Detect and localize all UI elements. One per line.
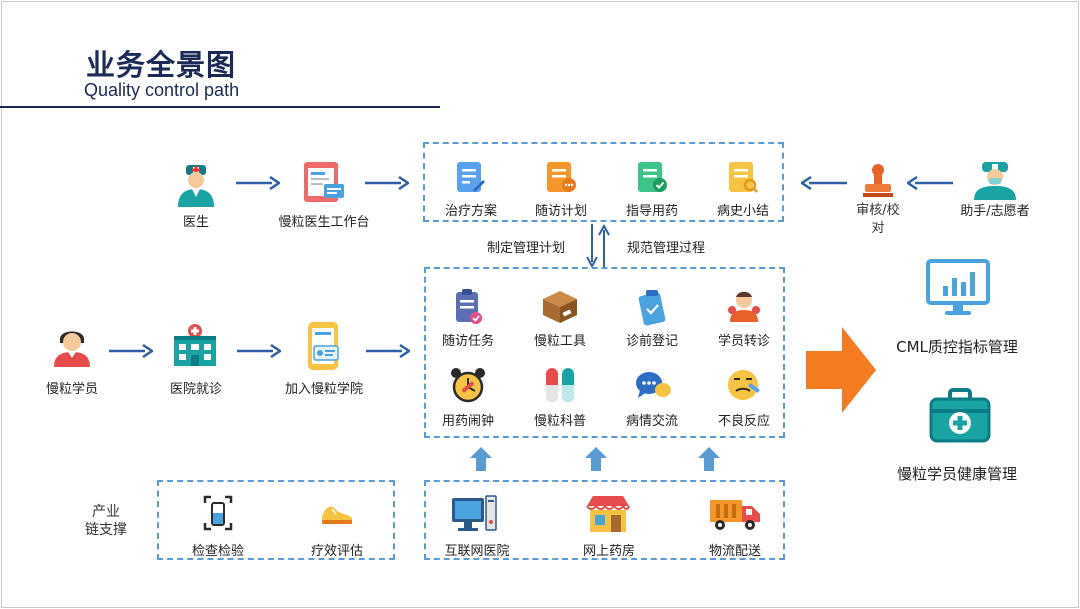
arrow-academy-to-mid-box (366, 344, 410, 358)
toolbox-icon (543, 291, 577, 323)
arrow-doctor-to-workstation (236, 176, 280, 190)
relation-left-label: 制定管理计划 (487, 241, 566, 256)
top-item-label: 随访计划 (534, 204, 587, 219)
chat-bubble-icon (636, 372, 671, 398)
mid-item-label: 随访任务 (441, 334, 494, 349)
arrow-up-relation (598, 224, 610, 268)
assistant-label: 助手/志愿者 (960, 204, 1030, 219)
clipboard-task-icon (456, 289, 482, 324)
health-management-label: 慢粒学员健康管理 (896, 465, 1017, 483)
hospital-icon (174, 324, 216, 366)
big-orange-arrow (806, 327, 876, 413)
referral-icon (728, 291, 760, 322)
shoe-icon (322, 506, 352, 524)
supply-chain-box (424, 480, 785, 560)
title-underline (0, 106, 440, 108)
join-academy-label: 加入慢粒学院 (284, 382, 363, 397)
medication-guide-icon (638, 162, 667, 192)
stamp-icon (863, 164, 893, 197)
top-item-label: 病史小结 (716, 204, 769, 219)
workstation-icon (304, 162, 344, 202)
management-tools-box (424, 267, 785, 438)
mid-item-label: 诊前登记 (625, 334, 678, 349)
mobile-join-icon (308, 322, 339, 370)
doctor-icon (178, 165, 214, 207)
supply-item-label: 网上药房 (582, 544, 635, 559)
delivery-truck-icon (710, 500, 760, 530)
arrow-assistant-to-review (907, 176, 953, 190)
up-arrow-logistics (698, 447, 720, 471)
up-arrow-internet-hospital (470, 447, 492, 471)
followup-plan-icon (547, 162, 576, 192)
industry-chain-label: 产业 链支撑 (85, 504, 127, 538)
treatment-plan-icon (457, 162, 485, 192)
history-summary-icon (729, 162, 758, 193)
up-arrow-online-pharmacy (585, 447, 607, 471)
arrow-hospital-to-academy (237, 344, 281, 358)
capsule-icon (546, 368, 574, 402)
mid-item-label: 病情交流 (625, 414, 678, 429)
arrow-workstation-to-top-box (365, 176, 409, 190)
student-label: 慢粒学员 (45, 382, 98, 397)
review-label: 审核/校 对 (856, 203, 900, 236)
supply-item-label: 物流配送 (708, 544, 761, 559)
arrow-student-to-hospital (109, 344, 153, 358)
relation-right-label: 规范管理过程 (627, 241, 706, 256)
registration-icon (638, 290, 666, 326)
supply-item-label: 互联网医院 (444, 544, 510, 559)
page-title: 业务全景图 (86, 48, 237, 82)
mid-item-label: 慢粒工具 (533, 334, 586, 349)
alarm-clock-icon (451, 368, 485, 403)
arrow-review-to-top-box (801, 176, 847, 190)
industry-support-box (157, 480, 395, 560)
analytics-monitor-icon (926, 259, 990, 315)
mid-item-label: 慢粒科普 (533, 414, 586, 429)
lab-test-icon (203, 495, 233, 531)
adverse-reaction-icon (728, 370, 760, 400)
top-item-label: 指导用药 (625, 204, 678, 219)
internet-hospital-icon (452, 495, 497, 531)
industry-item-label: 疗效评估 (310, 544, 363, 559)
doctor-label: 医生 (182, 215, 209, 230)
mid-item-label: 用药闹钟 (441, 414, 494, 429)
mid-item-label: 学员转诊 (717, 334, 770, 349)
cml-management-label: CML质控指标管理 (896, 338, 1018, 356)
page-subtitle: Quality control path (84, 80, 240, 100)
top-item-label: 治疗方案 (444, 204, 497, 219)
mid-item-label: 不良反应 (717, 414, 770, 429)
student-icon (54, 331, 90, 367)
workstation-label: 慢粒医生工作台 (278, 215, 370, 230)
treatment-plan-box (423, 142, 784, 222)
arrow-down-relation (586, 224, 598, 268)
hospital-visit-label: 医院就诊 (169, 382, 222, 397)
industry-item-label: 检查检验 (191, 544, 244, 559)
volunteer-icon (974, 162, 1016, 200)
medical-kit-icon (929, 388, 991, 443)
pharmacy-store-icon (586, 496, 630, 532)
